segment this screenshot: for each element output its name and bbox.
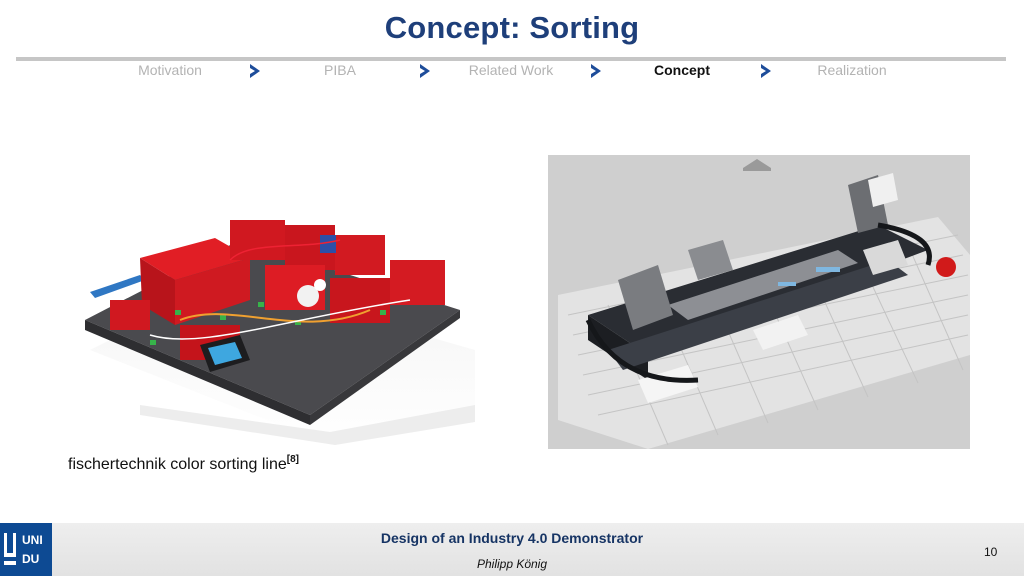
caption-text: fischertechnik color sorting line: [68, 456, 287, 473]
image-caption: fischertechnik color sorting line[8]: [68, 454, 299, 474]
footer-title: Design of an Industry 4.0 Demonstrator: [380, 530, 644, 546]
chevron-right-icon: [591, 64, 601, 78]
ude-logo: UNI DU: [0, 523, 52, 576]
nav-item-motivation[interactable]: Motivation: [138, 62, 202, 78]
slide-title: Concept: Sorting: [384, 10, 640, 45]
nav-item-piba[interactable]: PIBA: [324, 62, 356, 78]
footer-author: Philipp König: [476, 557, 548, 571]
logo-text: UNI: [22, 533, 43, 547]
nav-item-related-work[interactable]: Related Work: [468, 62, 554, 78]
chevron-right-icon: [250, 64, 260, 78]
citation-ref: [8]: [286, 454, 299, 465]
footer-bar: [0, 523, 1024, 576]
chevron-right-icon: [420, 64, 430, 78]
fischertechnik-sorting-line-photo: [85, 220, 475, 445]
nav-item-concept[interactable]: Concept: [654, 62, 710, 78]
nav-item-realization[interactable]: Realization: [817, 62, 887, 78]
svg-text:DU: DU: [22, 552, 39, 566]
lego-sorting-machine-render: [548, 155, 970, 449]
page-number: 10: [984, 545, 998, 559]
section-nav: Motivation PIBA Related Work Concept Rea…: [85, 62, 955, 80]
title-divider: [16, 57, 1006, 61]
chevron-right-icon: [761, 64, 771, 78]
university-logo-icon: UNI DU: [0, 523, 52, 576]
